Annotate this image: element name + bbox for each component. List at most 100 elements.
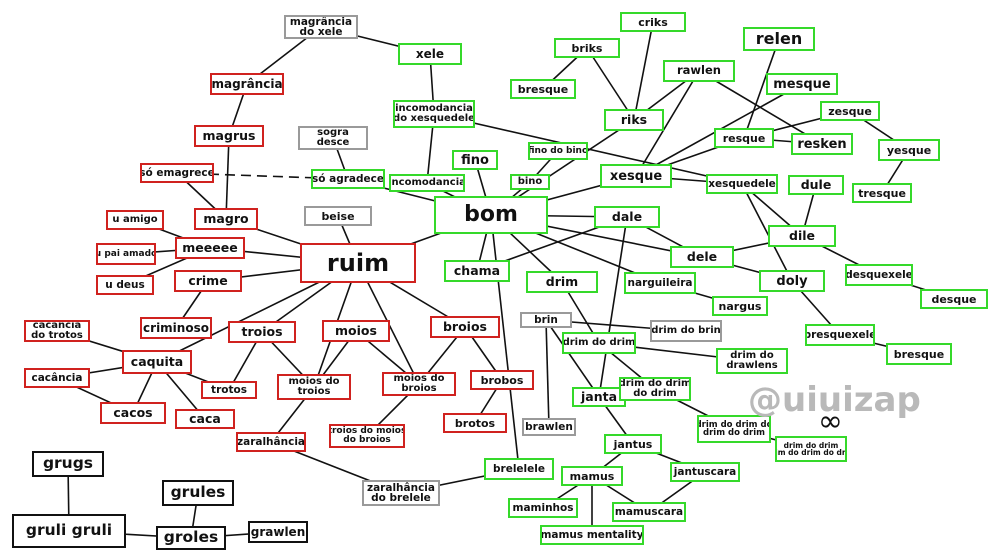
node-label: meeeee — [182, 239, 238, 255]
node-label: broios — [442, 318, 487, 334]
node-label: rawlen — [677, 63, 721, 78]
node-label: magrus — [202, 127, 256, 143]
node-maminhos: maminhos — [508, 498, 578, 518]
node-tresque: tresque — [852, 183, 912, 203]
edge-incomodancia-do-xesquedele-to-xesquedele — [433, 113, 743, 185]
node-label: janta — [580, 388, 618, 404]
node-janta: janta — [572, 387, 626, 407]
node-zesque: zesque — [820, 101, 880, 121]
node-rawlen: rawlen — [663, 60, 735, 82]
node-fino: fino — [452, 150, 498, 170]
node-label: incomodancia do xesquedele — [393, 103, 475, 124]
node-label: briks — [571, 41, 603, 55]
node-label: resque — [722, 131, 766, 145]
node-mamus-mentality: mamus mentality — [540, 525, 644, 545]
node-bresquexele: bresquexele — [805, 324, 875, 346]
node-mamuscara: mamuscara — [612, 502, 686, 522]
node-magrancia-do-xele: magrância do xele — [284, 15, 358, 39]
edge-relen-to-resque — [743, 38, 780, 139]
edge-briks-to-riks — [586, 47, 635, 121]
node-grugs: grugs — [32, 451, 104, 477]
edge-magrus-to-magro — [225, 135, 230, 220]
node-drim-do-brin: drim do brin — [650, 320, 722, 342]
node-label: dule — [800, 176, 832, 192]
node-grawlen: grawlen — [248, 521, 308, 543]
node-label: fino do bino — [528, 145, 588, 156]
node-brobos: brobos — [470, 370, 534, 390]
edge-brin-to-brawlen — [545, 319, 550, 428]
node-label: xesque — [609, 168, 663, 184]
node-bresque-top: bresque — [510, 79, 576, 99]
node-label: narguileira — [627, 276, 693, 289]
node-label: cacância — [31, 371, 83, 384]
node-dile: dile — [768, 225, 836, 247]
node-label: resken — [797, 136, 847, 152]
node-label: drim do drim — [562, 337, 636, 348]
node-label: dale — [611, 208, 643, 224]
node-label: yesque — [886, 143, 932, 157]
node-label: incomodancia — [389, 177, 465, 188]
node-label: zesque — [828, 104, 872, 118]
node-label: bresquexele — [805, 328, 875, 341]
node-relen: relen — [743, 27, 815, 51]
node-label: magrância do xele — [289, 15, 353, 38]
node-label: brelelele — [493, 462, 545, 475]
node-drim-do-drim: drim do drim — [562, 332, 636, 354]
node-criminoso: criminoso — [140, 317, 212, 339]
node-so-emagrece: só emagrece — [140, 163, 214, 183]
node-label: brin — [534, 313, 558, 326]
node-label: drim do drim do drim do drim — [697, 419, 769, 438]
node-brawlen: brawlen — [522, 418, 576, 436]
node-label: crime — [188, 272, 228, 288]
node-label: moios — [335, 322, 377, 338]
node-moios: moios — [322, 320, 390, 342]
node-label: chama — [453, 262, 501, 278]
node-desque: desque — [920, 289, 988, 309]
node-label: ruim — [326, 249, 390, 277]
node-drim-x5: drim do drim drim do drim do drim — [775, 436, 847, 462]
edge-so-emagrece-to-so-agradece — [176, 172, 349, 180]
node-label: drim do brin — [651, 325, 721, 336]
node-label: magrância — [211, 77, 283, 91]
node-fino-do-bino: fino do bino — [528, 142, 588, 160]
node-grules: grules — [162, 480, 234, 506]
edge-bom-to-brelelele — [490, 214, 520, 470]
node-resque: resque — [714, 128, 774, 148]
node-label: tresque — [858, 186, 906, 200]
node-so-agradece: só agradece — [311, 169, 385, 189]
node-u-amigo: u amigo — [106, 210, 164, 230]
edge-xesquedele-to-doly — [741, 183, 793, 282]
node-label: gruli gruli — [25, 521, 113, 540]
node-label: sogra desce — [316, 127, 350, 148]
node-label: bino — [517, 176, 543, 187]
node-label: criks — [638, 15, 668, 29]
node-label: mamuscara — [614, 505, 684, 518]
node-label: grawlen — [250, 525, 306, 539]
node-label: riks — [620, 111, 648, 127]
node-nargus: nargus — [712, 296, 768, 316]
node-bom: bom — [434, 196, 548, 234]
node-label: magro — [203, 210, 249, 226]
node-groles: groles — [156, 526, 226, 550]
node-zaralhancia: zaralhância — [236, 432, 306, 452]
node-label: trotos — [211, 383, 247, 396]
edge-dale-to-janta — [598, 216, 628, 398]
node-magrus: magrus — [194, 125, 264, 147]
node-label: brotos — [454, 416, 496, 430]
node-drim-x4: drim do drim do drim do drim — [697, 415, 771, 443]
node-label: beise — [321, 209, 355, 223]
node-label: só agradece — [312, 172, 384, 185]
node-mesque: mesque — [766, 73, 838, 95]
node-label: criminoso — [143, 321, 209, 335]
node-trotos: trotos — [201, 381, 257, 399]
node-dele: dele — [670, 246, 734, 268]
node-label: zaralhância do brelele — [366, 481, 435, 504]
node-magro: magro — [194, 208, 258, 230]
node-label: xele — [415, 47, 445, 61]
infinity-symbol: ∞ — [818, 404, 843, 439]
node-label: cacos — [113, 404, 153, 420]
node-bresque-bottom: bresque — [886, 343, 952, 365]
node-label: bom — [464, 202, 518, 227]
node-criks: criks — [620, 12, 686, 32]
